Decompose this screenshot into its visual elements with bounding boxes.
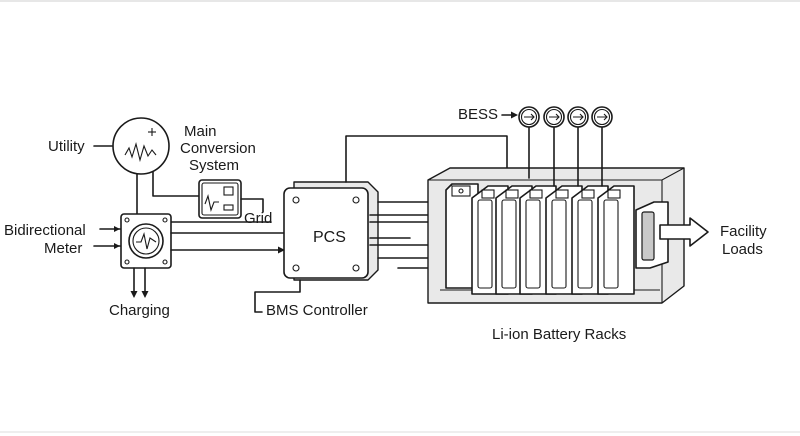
pcs-label: PCS xyxy=(313,229,346,246)
bidirectional-label-1: Bidirectional xyxy=(4,222,86,239)
pcs-to-rack-bus xyxy=(345,135,508,183)
bess-indicator-icon xyxy=(567,106,589,187)
arrowhead xyxy=(141,291,149,298)
arrowhead xyxy=(114,243,120,249)
arrowhead xyxy=(114,226,120,232)
arrowhead xyxy=(511,111,518,119)
utility-label: Utility xyxy=(48,138,85,155)
utility-source-icon xyxy=(112,117,170,175)
battery-racks-label: Li-ion Battery Racks xyxy=(492,326,626,343)
bess-indicator-icon xyxy=(518,106,540,179)
meter-icon xyxy=(120,213,172,269)
pcs-icon xyxy=(283,181,379,281)
bms-controller-leader xyxy=(254,279,301,313)
main-conversion-label-2: Conversion xyxy=(180,140,256,157)
bess-indicator-icon xyxy=(543,106,565,187)
inverter-icon xyxy=(198,179,242,219)
utility-to-inverter-line xyxy=(152,171,200,197)
facility-label-1: Facility xyxy=(720,223,767,240)
bess-indicator-icon xyxy=(591,106,613,187)
facility-panel xyxy=(635,201,669,269)
facility-label-2: Loads xyxy=(722,241,763,258)
inverter-to-grid-line xyxy=(240,198,264,213)
bidirectional-label-2: Meter xyxy=(44,240,82,257)
facility-arrow-icon xyxy=(659,217,709,247)
battery-module-icon xyxy=(445,183,635,295)
bms-controller-label: BMS Controller xyxy=(266,302,368,319)
arrowhead xyxy=(130,291,138,298)
bess-label: BESS xyxy=(458,106,498,123)
grid-label: Grid xyxy=(244,210,272,227)
arrowhead xyxy=(278,246,285,254)
charging-label: Charging xyxy=(109,302,170,319)
main-conversion-label-3: System xyxy=(189,157,239,174)
main-conversion-label-1: Main xyxy=(184,123,217,140)
